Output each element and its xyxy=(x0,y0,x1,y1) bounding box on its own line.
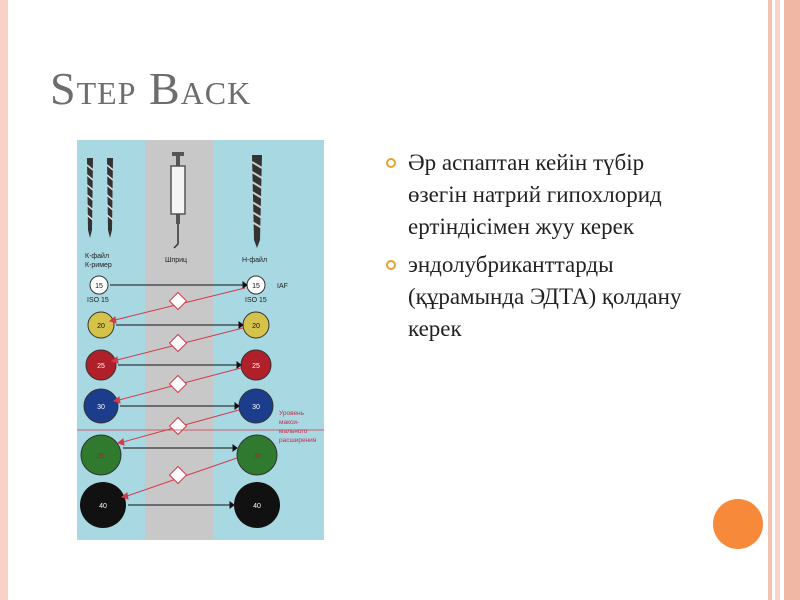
side-note-1: Уровень xyxy=(279,410,305,417)
k-file-icon xyxy=(86,158,114,238)
side-note-2: макси- xyxy=(279,419,299,426)
size-40-right-label: 40 xyxy=(253,503,261,510)
size-30-right-label: 30 xyxy=(252,404,260,411)
label-syringe: Шприц xyxy=(165,257,187,264)
iaf-label: IAF xyxy=(277,283,288,290)
size-15-right-label: 15 xyxy=(252,283,260,290)
bullet-circle-icon xyxy=(386,158,396,168)
slide-title: Step Back xyxy=(50,63,252,114)
size-30-left xyxy=(83,388,119,424)
size-35-left-label: 35 xyxy=(97,453,105,460)
size-20-left-label: 20 xyxy=(97,323,105,330)
size-40-right xyxy=(234,482,280,528)
size-20-left xyxy=(87,311,115,339)
label-k-file: К-файл xyxy=(85,252,109,260)
bullet-circle-icon xyxy=(386,260,396,270)
size-15-left-label: 15 xyxy=(95,283,103,290)
bullet-item-1: Әр аспаптан кейін түбір өзегін натрий ги… xyxy=(386,147,706,243)
label-k-reamer: К-ример xyxy=(85,262,112,269)
size-25-left-label: 25 xyxy=(97,363,105,370)
size-25-right-label: 25 xyxy=(252,363,260,370)
decorative-orange-circle xyxy=(713,499,763,549)
size-30-left-label: 30 xyxy=(97,404,105,411)
bullet-text-2: эндолубриканттарды (құрамында ЭДТА) қолд… xyxy=(408,252,682,341)
iso-label: ISO 15 xyxy=(87,297,109,304)
figure-svg: К-файл К-ример Шприц Н-файл 15 ISO 15 20… xyxy=(77,140,324,540)
step-back-figure: К-файл К-ример Шприц Н-файл 15 ISO 15 20… xyxy=(77,140,324,540)
size-20-right-label: 20 xyxy=(252,323,260,330)
bullet-text-1: Әр аспаптан кейін түбір өзегін натрий ги… xyxy=(408,150,662,239)
size-35-left xyxy=(80,434,122,476)
forward-arrows xyxy=(110,281,248,509)
right-frame-stripes xyxy=(766,0,800,600)
size-35-right-label: 35 xyxy=(253,453,261,460)
bullet-list: Әр аспаптан кейін түбір өзегін натрий ги… xyxy=(386,147,706,351)
side-note-4: расширения xyxy=(279,437,317,444)
size-40-left-label: 40 xyxy=(99,503,107,510)
size-15-left xyxy=(89,275,109,295)
label-h-file: Н-файл xyxy=(242,256,267,264)
left-frame-stripe xyxy=(0,0,8,600)
size-25-left xyxy=(85,349,117,381)
iso-label-right: ISO 15 xyxy=(245,297,267,304)
size-35-right xyxy=(236,434,278,476)
syringe-icon xyxy=(170,152,186,249)
h-file-icon xyxy=(251,155,263,248)
size-40-left xyxy=(80,482,126,528)
bullet-item-2: эндолубриканттарды (құрамында ЭДТА) қолд… xyxy=(386,249,706,345)
side-note-3: мального xyxy=(279,428,308,435)
